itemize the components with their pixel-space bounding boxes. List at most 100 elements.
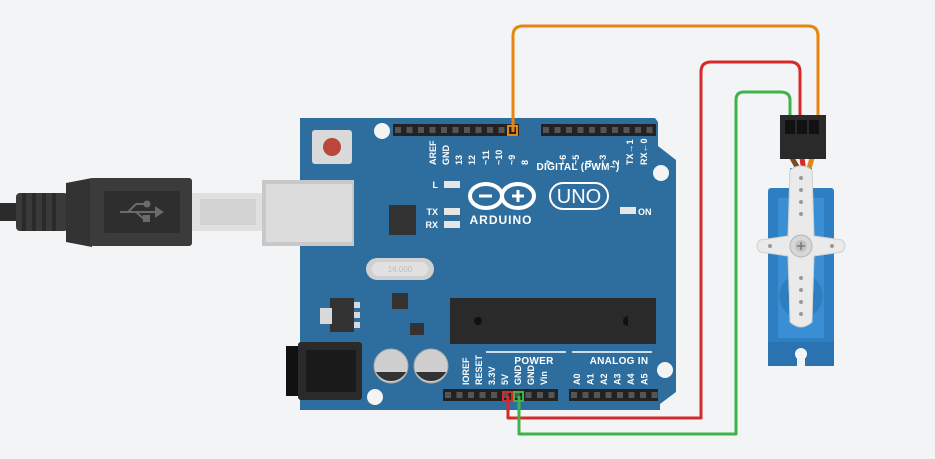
analog-pin-label: A4 — [626, 373, 636, 385]
header-pin-hole[interactable] — [452, 127, 459, 133]
arduino-uno-board[interactable]: 16.000 L TX RX — [262, 118, 676, 410]
header-pin-hole[interactable] — [429, 127, 436, 133]
header-pin-hole[interactable] — [468, 392, 474, 398]
servo-horn[interactable] — [756, 165, 846, 328]
pin-gnd-connection[interactable] — [513, 391, 524, 402]
svg-text:16.000: 16.000 — [388, 265, 413, 274]
mounting-hole — [367, 389, 383, 405]
header-pin-hole[interactable] — [441, 127, 447, 133]
analog-pin-label: A0 — [572, 373, 582, 385]
arduino-brand-label: ARDUINO — [470, 213, 533, 227]
header-pin-hole[interactable] — [537, 392, 543, 398]
header-pin-hole[interactable] — [571, 392, 577, 398]
header-pin-hole[interactable] — [640, 392, 646, 398]
header-pin-hole[interactable] — [464, 127, 470, 133]
header-pin-hole[interactable] — [543, 127, 549, 133]
header-pin-hole[interactable] — [548, 392, 555, 398]
voltage-regulator — [320, 298, 360, 332]
header-pin-hole[interactable] — [445, 392, 451, 398]
header-pin-hole[interactable] — [525, 392, 532, 398]
header-pin-hole[interactable] — [418, 127, 424, 133]
header-pin-hole[interactable] — [617, 392, 623, 398]
digital-header[interactable] — [393, 124, 656, 136]
svg-text:L: L — [433, 180, 439, 190]
header-pin-hole[interactable] — [566, 127, 572, 133]
digital-pin-label: 13 — [454, 155, 464, 165]
header-pin-hole[interactable] — [651, 392, 658, 398]
header-pin-hole[interactable] — [491, 392, 497, 398]
mounting-hole — [374, 123, 390, 139]
header-pin-hole[interactable] — [600, 127, 607, 133]
svg-text:RX: RX — [425, 220, 438, 230]
svg-text:UNO: UNO — [557, 186, 601, 208]
digital-pin-label: ~9 — [507, 155, 517, 165]
digital-pin-label: RX←0 — [639, 138, 649, 165]
pin-5v-connection[interactable] — [502, 391, 513, 402]
mounting-hole — [653, 165, 669, 181]
header-pin-hole[interactable] — [623, 127, 630, 133]
usb-cable[interactable] — [0, 178, 264, 247]
header-pin-hole[interactable] — [514, 392, 520, 398]
usb-controller-chip — [389, 205, 416, 235]
infinity-plus-minus-icon — [468, 182, 536, 210]
power-pin-label: RESET — [474, 354, 484, 385]
power-pin-label: 3.3V — [487, 366, 497, 385]
ground-wire[interactable] — [517, 90, 792, 436]
header-pin-hole[interactable] — [487, 127, 493, 133]
header-pin-hole[interactable] — [406, 127, 413, 133]
header-pin-hole[interactable] — [582, 392, 589, 398]
led-l: L — [433, 180, 460, 190]
reset-button[interactable] — [312, 130, 352, 164]
power-wire[interactable] — [506, 60, 802, 420]
screw-icon — [795, 240, 807, 252]
power-pin-label: 5V — [500, 374, 510, 385]
micro-servo[interactable] — [756, 115, 846, 368]
header-pin-hole[interactable] — [502, 392, 509, 398]
analog-pin-label: A3 — [613, 373, 623, 385]
header-pin-hole[interactable] — [635, 127, 641, 133]
capacitor — [373, 348, 409, 384]
servo-connector[interactable] — [780, 115, 826, 159]
digital-pin-label: ~3 — [598, 155, 608, 165]
mounting-hole — [657, 362, 673, 378]
header-pin-hole[interactable] — [498, 127, 505, 133]
header-pin-hole[interactable] — [475, 127, 482, 133]
power-header[interactable] — [443, 389, 658, 401]
digital-pin-label: GND — [441, 145, 451, 166]
header-pin-hole[interactable] — [646, 127, 653, 133]
digital-pin-label: 7 — [545, 160, 555, 165]
header-pin-hole[interactable] — [456, 392, 463, 398]
power-pin-label: GND — [526, 365, 536, 386]
header-pin-hole[interactable] — [605, 392, 612, 398]
header-pin-hole[interactable] — [577, 127, 584, 133]
header-pin-hole[interactable] — [395, 127, 401, 133]
small-chip — [392, 293, 408, 309]
header-pin-hole[interactable] — [554, 127, 561, 133]
led-on: ON — [620, 207, 652, 217]
capacitor — [413, 348, 449, 384]
power-pin-label: IOREF — [461, 357, 471, 385]
small-transistor — [410, 323, 424, 335]
pin-9-connection[interactable] — [507, 125, 518, 136]
analog-pin-label: A5 — [640, 373, 650, 385]
digital-pin-label: 8 — [520, 160, 530, 165]
digital-pin-label: ~11 — [481, 150, 491, 165]
digital-pin-label: AREF — [428, 140, 438, 165]
power-pin-label: GND — [513, 365, 523, 386]
uno-logo: UNO — [549, 182, 609, 210]
dc-power-jack — [286, 342, 362, 400]
header-pin-hole[interactable] — [612, 127, 618, 133]
signal-wire[interactable] — [511, 24, 820, 132]
header-pin-hole[interactable] — [594, 392, 600, 398]
header-pin-hole[interactable] — [479, 392, 486, 398]
header-pin-hole[interactable] — [589, 127, 595, 133]
led-rx: RX — [425, 220, 460, 230]
header-pin-hole[interactable] — [628, 392, 635, 398]
digital-pin-label: 12 — [467, 155, 477, 165]
analog-header-label: ANALOG IN — [590, 356, 649, 367]
digital-header-label: DIGITAL (PWM~) — [537, 162, 620, 173]
analog-pin-label: A1 — [586, 373, 596, 385]
